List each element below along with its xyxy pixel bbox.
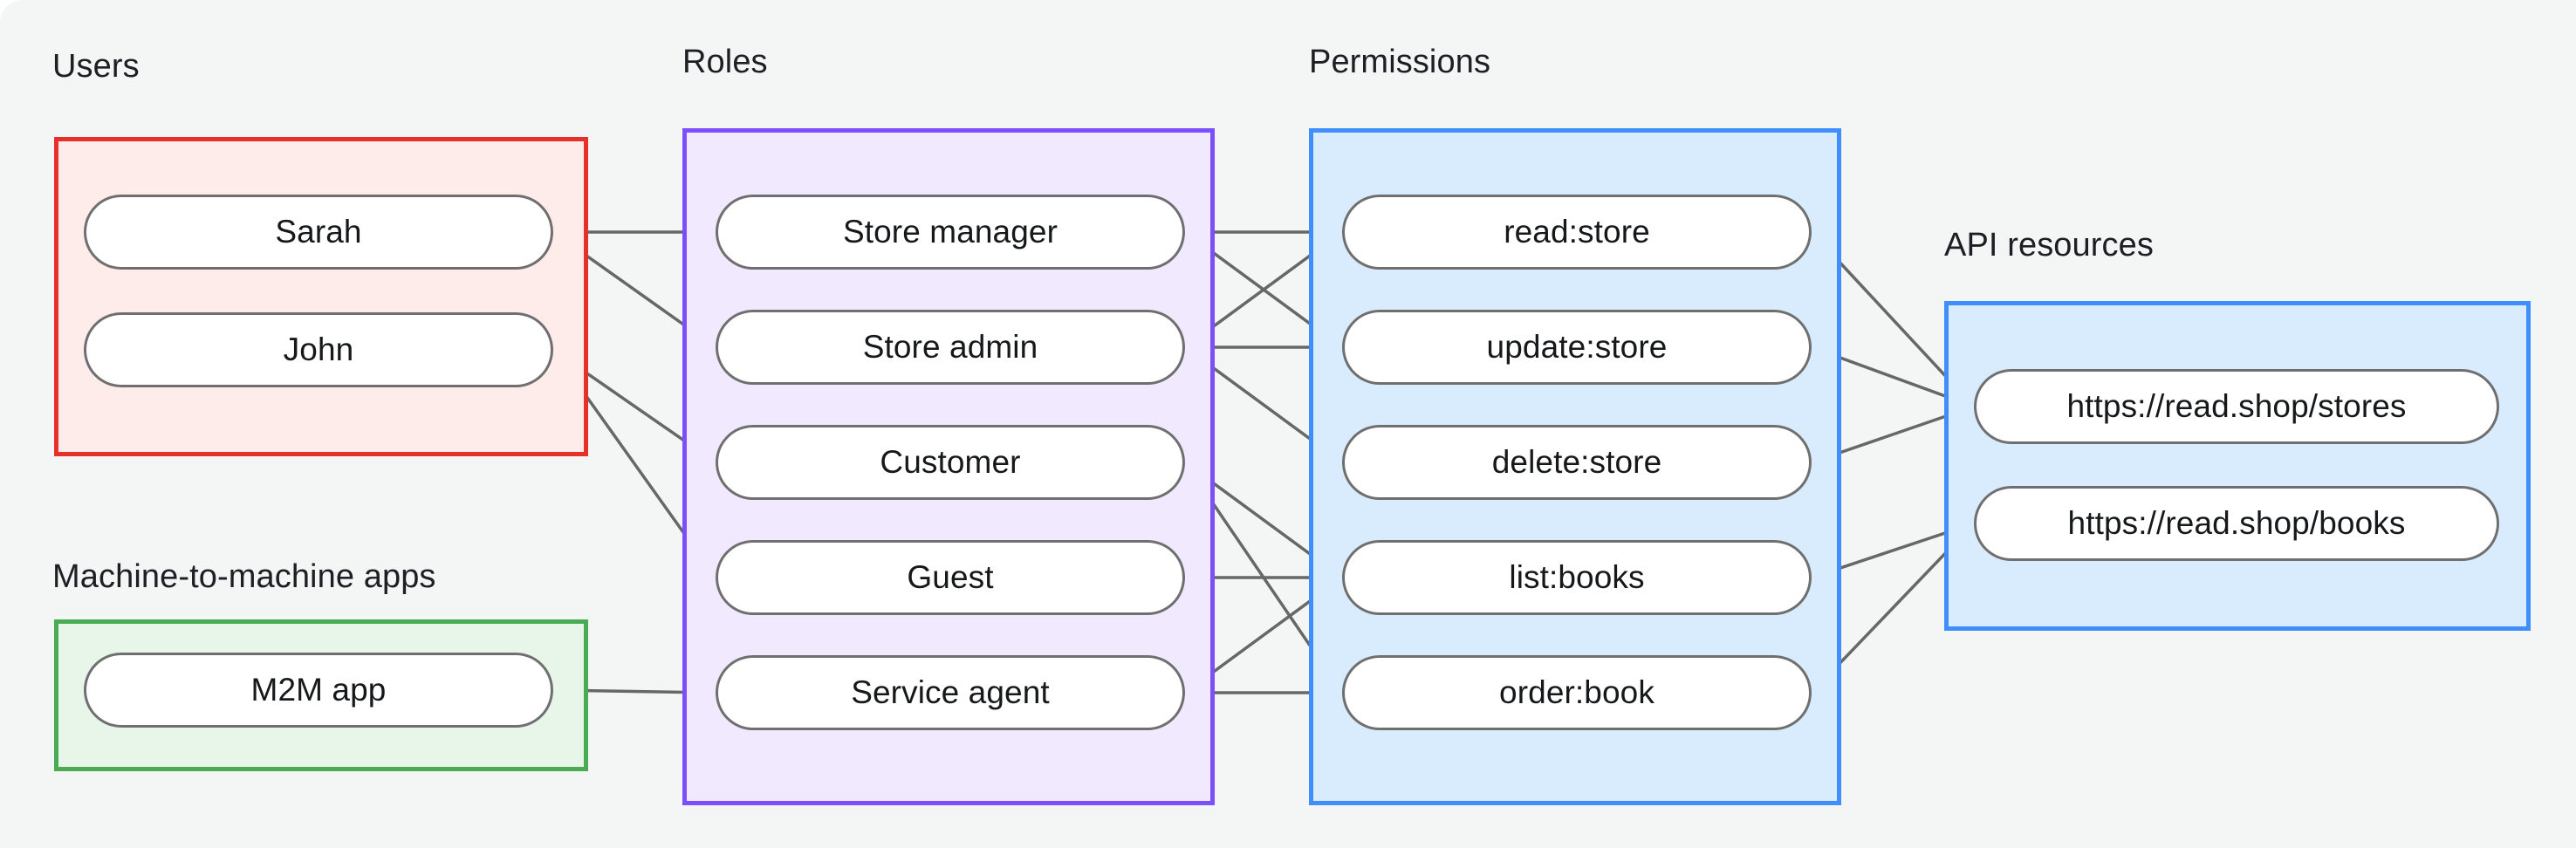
- group-title-permissions: Permissions: [1309, 44, 1491, 80]
- node-service-agent[interactable]: Service agent: [716, 655, 1185, 730]
- node-customer[interactable]: Customer: [716, 425, 1185, 500]
- node-m2m-app[interactable]: M2M app: [84, 653, 553, 728]
- node-api-resource-books[interactable]: https://read.shop/books: [1974, 486, 2499, 561]
- node-store-manager[interactable]: Store manager: [716, 195, 1185, 270]
- node-read-store[interactable]: read:store: [1342, 195, 1812, 270]
- node-api-resource-stores[interactable]: https://read.shop/stores: [1974, 369, 2499, 444]
- group-title-machine-to-machine-apps: Machine-to-machine apps: [52, 558, 436, 595]
- group-box-users: [54, 137, 588, 456]
- group-title-users: Users: [52, 48, 140, 85]
- node-order-book[interactable]: order:book: [1342, 655, 1812, 730]
- node-update-store[interactable]: update:store: [1342, 310, 1812, 385]
- node-john[interactable]: John: [84, 312, 553, 387]
- group-title-api-resources: API resources: [1944, 227, 2154, 263]
- node-store-admin[interactable]: Store admin: [716, 310, 1185, 385]
- node-list-books[interactable]: list:books: [1342, 540, 1812, 615]
- group-title-roles: Roles: [682, 44, 768, 80]
- node-guest[interactable]: Guest: [716, 540, 1185, 615]
- node-sarah[interactable]: Sarah: [84, 195, 553, 270]
- node-delete-store[interactable]: delete:store: [1342, 425, 1812, 500]
- group-box-api-resources: [1944, 301, 2531, 631]
